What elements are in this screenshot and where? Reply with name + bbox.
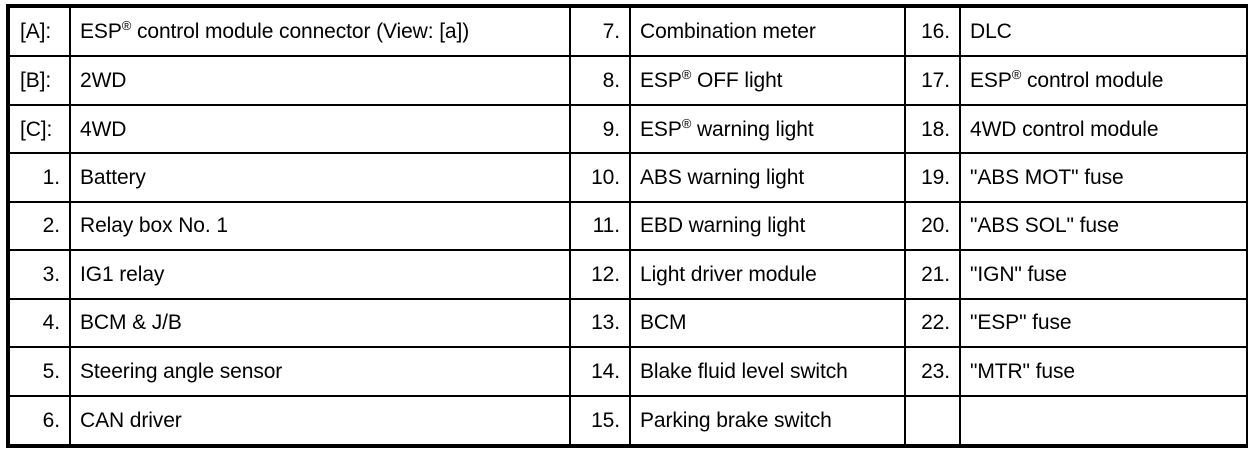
component-description-cell: ABS warning light <box>629 152 906 203</box>
reference-number-cell: [A]: <box>7 4 71 58</box>
reference-number-cell: 14. <box>569 346 631 397</box>
reference-number-cell: 20. <box>904 200 961 252</box>
component-description-cell: Battery <box>69 152 571 203</box>
description-text: ESP <box>640 69 682 93</box>
component-description-cell: Light driver module <box>629 249 906 300</box>
component-description-cell: 2WD <box>69 55 571 106</box>
reference-number-cell: 5. <box>7 346 71 397</box>
description-text: ESP <box>970 69 1012 93</box>
reference-number-cell: 18. <box>904 103 961 155</box>
component-description-cell: Relay box No. 1 <box>69 200 571 252</box>
component-description-cell: "ESP" fuse <box>959 297 1248 349</box>
component-description-cell: "MTR" fuse <box>959 346 1248 397</box>
reference-number-cell: 10. <box>569 152 631 203</box>
reference-number-cell: 11. <box>569 200 631 252</box>
component-description-cell: "ABS SOL" fuse <box>959 200 1248 252</box>
description-text-suffix: OFF light <box>691 69 783 93</box>
registered-trademark-icon: ® <box>681 67 692 83</box>
component-description-cell: IG1 relay <box>69 249 571 300</box>
reference-number-cell: 22. <box>904 297 961 349</box>
registered-trademark-icon: ® <box>681 115 692 131</box>
component-legend-table: [A]:ESP® control module connector (View:… <box>6 4 1248 448</box>
component-description-cell: "ABS MOT" fuse <box>959 152 1248 203</box>
description-text: ESP <box>640 117 682 141</box>
component-description-cell: BCM & J/B <box>69 297 571 349</box>
reference-number-cell: 8. <box>569 55 631 106</box>
reference-number-cell: 15. <box>569 394 631 448</box>
reference-number-cell: 7. <box>569 4 631 58</box>
reference-number-cell: 21. <box>904 249 961 300</box>
component-description-cell: Blake fluid level switch <box>629 346 906 397</box>
reference-number-cell: 19. <box>904 152 961 203</box>
reference-number-cell: 1. <box>7 152 71 203</box>
empty-cell <box>959 394 1248 448</box>
description-text: ESP <box>80 20 122 44</box>
component-description-cell: 4WD control module <box>959 103 1248 155</box>
component-description-cell: 4WD <box>69 103 571 155</box>
reference-number-cell: [C]: <box>7 103 71 155</box>
description-text-suffix: control module <box>1021 69 1164 93</box>
registered-trademark-icon: ® <box>1011 67 1022 83</box>
description-text-suffix: warning light <box>691 117 814 141</box>
legend-table-body: [A]:ESP® control module connector (View:… <box>7 4 1248 448</box>
reference-number-cell: 13. <box>569 297 631 349</box>
component-description-cell: Steering angle sensor <box>69 346 571 397</box>
reference-number-cell: [B]: <box>7 55 71 106</box>
component-description-cell: ESP® OFF light <box>629 55 906 106</box>
component-description-cell: ESP® control module <box>959 55 1248 106</box>
table-row: [A]:ESP® control module connector (View:… <box>7 4 1248 58</box>
component-description-cell: ESP® control module connector (View: [a]… <box>69 4 571 58</box>
registered-trademark-icon: ® <box>121 18 132 34</box>
component-description-cell: BCM <box>629 297 906 349</box>
description-text-suffix: control module connector (View: [a]) <box>131 20 470 44</box>
empty-cell <box>904 394 961 448</box>
reference-number-cell: 2. <box>7 200 71 252</box>
reference-number-cell: 6. <box>7 394 71 448</box>
component-description-cell: "IGN" fuse <box>959 249 1248 300</box>
component-description-cell: CAN driver <box>69 394 571 448</box>
reference-number-cell: 9. <box>569 103 631 155</box>
reference-number-cell: 17. <box>904 55 961 106</box>
component-description-cell: EBD warning light <box>629 200 906 252</box>
reference-number-cell: 3. <box>7 249 71 300</box>
reference-number-cell: 23. <box>904 346 961 397</box>
component-description-cell: Parking brake switch <box>629 394 906 448</box>
component-description-cell: Combination meter <box>629 4 906 58</box>
reference-number-cell: 4. <box>7 297 71 349</box>
reference-number-cell: 16. <box>904 4 961 58</box>
reference-number-cell: 12. <box>569 249 631 300</box>
component-description-cell: ESP® warning light <box>629 103 906 155</box>
component-description-cell: DLC <box>959 4 1248 58</box>
